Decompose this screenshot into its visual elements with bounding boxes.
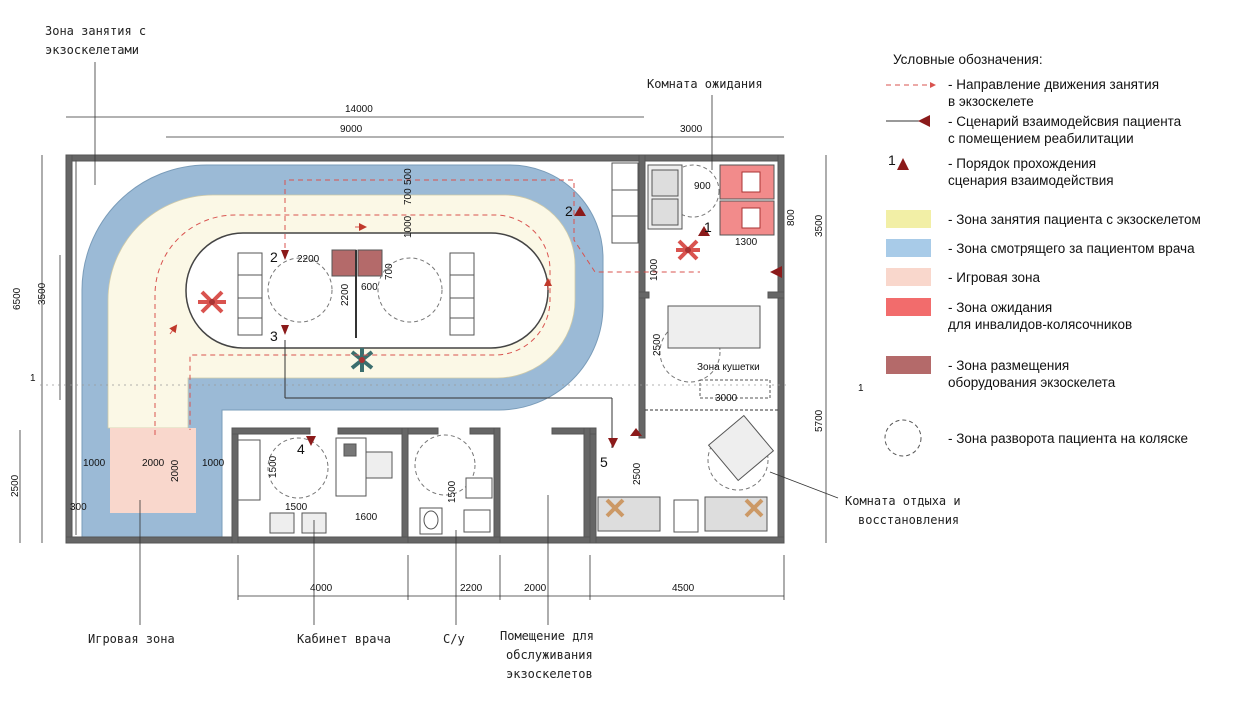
svg-text:9000: 9000 xyxy=(340,124,363,135)
couch-zone-label: Зона кушетки xyxy=(697,362,760,373)
legend-swatch-exo xyxy=(886,210,931,228)
svg-text:2200: 2200 xyxy=(460,583,483,594)
step-2b: 2 xyxy=(270,249,278,265)
exo-zone-label-1: Зона занятия с xyxy=(45,24,146,38)
rest-furniture xyxy=(597,305,775,533)
svg-text:- Направление движения занятия: - Направление движения занятия xyxy=(948,77,1159,92)
svg-text:в экзоскелете: в экзоскелете xyxy=(948,94,1034,109)
wheelchair-spot-1 xyxy=(719,164,775,200)
doctor-office-label: Кабинет врача xyxy=(297,632,391,646)
svg-text:4500: 4500 xyxy=(672,583,695,594)
wc-label: С/у xyxy=(443,632,465,646)
svg-text:700: 700 xyxy=(384,263,395,280)
legend-swatch-waiting xyxy=(886,298,931,316)
equipment-zone-1 xyxy=(331,249,357,277)
svg-text:700: 700 xyxy=(403,188,414,205)
svg-text:1000: 1000 xyxy=(403,215,414,238)
legend-order-marker-icon xyxy=(897,158,909,170)
svg-text:5700: 5700 xyxy=(814,409,825,432)
rest-room-label-1: Комната отдыха и xyxy=(845,494,961,508)
svg-text:1000: 1000 xyxy=(202,458,225,469)
svg-text:2500: 2500 xyxy=(652,333,663,356)
step-4: 4 xyxy=(297,441,305,457)
step-1: 1 xyxy=(704,219,712,235)
svg-text:с помещением реабилитации: с помещением реабилитации xyxy=(948,131,1134,146)
svg-text:1000: 1000 xyxy=(83,458,106,469)
svg-text:оборудования экзоскелета: оборудования экзоскелета xyxy=(948,375,1116,390)
step-3: 3 xyxy=(270,328,278,344)
legend-swatch-doctor xyxy=(886,239,931,257)
svg-text:- Зона занятия пациента с экзо: - Зона занятия пациента с экзоскелетом xyxy=(948,212,1201,227)
dimension-lines xyxy=(19,62,839,625)
step-numbers: 1 2 2 3 4 5 xyxy=(270,203,712,470)
svg-text:2200: 2200 xyxy=(297,254,320,265)
svg-text:2500: 2500 xyxy=(632,462,643,485)
svg-text:- Зона смотрящего за пациентом: - Зона смотрящего за пациентом врача xyxy=(948,241,1195,256)
wc-furniture xyxy=(419,477,493,535)
step-5: 5 xyxy=(600,454,608,470)
exo-figures xyxy=(198,239,764,518)
svg-text:2000: 2000 xyxy=(524,583,547,594)
svg-text:2000: 2000 xyxy=(142,458,165,469)
svg-text:- Зона размещения: - Зона размещения xyxy=(948,358,1069,373)
svg-text:- Зона ожидания: - Зона ожидания xyxy=(948,300,1052,315)
service-room-label-3: экзоскелетов xyxy=(506,667,593,681)
level-mark-left: 1 xyxy=(30,373,36,384)
svg-text:1600: 1600 xyxy=(355,512,378,523)
svg-text:- Сценарий взаимодейсвия пацие: - Сценарий взаимодейсвия пациента xyxy=(948,114,1182,129)
svg-text:800: 800 xyxy=(786,209,797,226)
play-zone-area xyxy=(110,428,196,513)
left-window xyxy=(71,160,77,535)
svg-text:1500: 1500 xyxy=(447,480,458,503)
svg-text:3500: 3500 xyxy=(814,214,825,237)
svg-text:сценария взаимодействия: сценария взаимодействия xyxy=(948,173,1114,188)
svg-text:4000: 4000 xyxy=(310,583,333,594)
svg-text:1000: 1000 xyxy=(649,258,660,281)
svg-text:6500: 6500 xyxy=(12,287,23,310)
equipment-zone-2 xyxy=(357,249,383,277)
svg-text:2200: 2200 xyxy=(340,283,351,306)
svg-text:- Порядок прохождения: - Порядок прохождения xyxy=(948,156,1096,171)
svg-text:3000: 3000 xyxy=(715,393,738,404)
svg-text:900: 900 xyxy=(694,181,711,192)
exo-zone-label-2: экзоскелетами xyxy=(45,43,139,57)
equipment-units xyxy=(237,249,475,338)
svg-text:600: 600 xyxy=(361,282,378,293)
svg-text:1500: 1500 xyxy=(268,455,279,478)
walls xyxy=(65,154,785,544)
svg-text:2500: 2500 xyxy=(10,474,21,497)
legend-swatch-play xyxy=(886,268,931,286)
legend-turn-circle-icon xyxy=(884,419,922,457)
service-room-label-2: обслуживания xyxy=(506,648,593,662)
svg-text:2000: 2000 xyxy=(170,459,181,482)
legend-order-number: 1 xyxy=(888,152,896,168)
service-room-label-1: Помещение для xyxy=(500,629,594,643)
level-mark-right: 1 xyxy=(858,383,864,394)
svg-text:3000: 3000 xyxy=(680,124,703,135)
svg-text:14000: 14000 xyxy=(345,104,373,115)
dimension-labels: 14000 9000 3000 6500 3500 2500 3500 5700… xyxy=(10,104,864,594)
svg-text:1300: 1300 xyxy=(735,237,758,248)
play-zone-label: Игровая зона xyxy=(88,632,175,646)
exercise-direction xyxy=(154,179,700,435)
svg-text:500: 500 xyxy=(403,168,414,185)
room-labels: Зона занятия с экзоскелетами Комната ожи… xyxy=(45,24,961,681)
doctor-furniture xyxy=(237,437,393,534)
legend-swatch-equipment xyxy=(886,356,931,374)
svg-text:3500: 3500 xyxy=(37,282,48,305)
waiting-furniture xyxy=(647,164,775,236)
legend-title: Условные обозначения: xyxy=(893,52,1043,67)
svg-text:- Зона разворота пациента на к: - Зона разворота пациента на коляске xyxy=(948,431,1188,446)
legend: Условные обозначения: - Направление движ… xyxy=(884,52,1201,457)
step-2: 2 xyxy=(565,203,573,219)
svg-text:300: 300 xyxy=(70,502,87,513)
order-markers xyxy=(281,206,782,448)
waiting-room-label: Комната ожидания xyxy=(647,77,763,91)
svg-text:1500: 1500 xyxy=(285,502,308,513)
svg-text:для инвалидов-колясочников: для инвалидов-колясочников xyxy=(948,317,1132,332)
rest-room-label-2: восстановления xyxy=(858,513,959,527)
svg-text:- Игровая зона: - Игровая зона xyxy=(948,270,1040,285)
